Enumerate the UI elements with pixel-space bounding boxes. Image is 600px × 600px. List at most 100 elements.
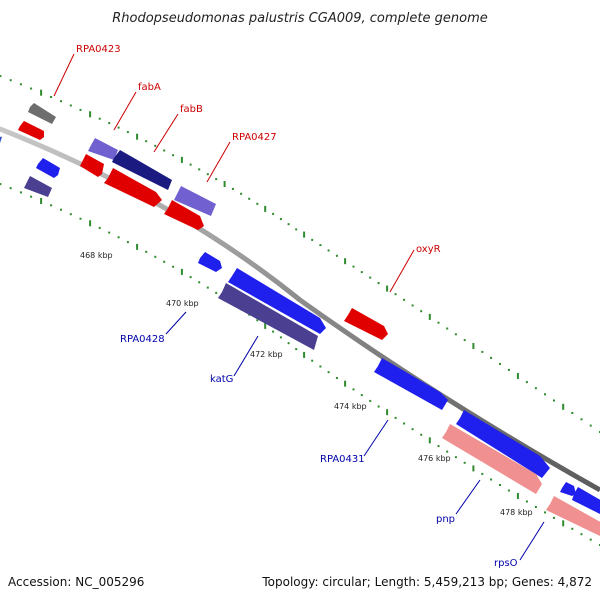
label-fabb: fabB — [180, 104, 203, 115]
gene-arrow-katg — [218, 283, 318, 350]
tick-dot — [287, 223, 290, 226]
tick-major — [40, 198, 43, 204]
tick-dot — [403, 422, 406, 425]
gene-arrow-blue-tiny — [560, 482, 576, 496]
feature-labels: RPA0423 fabA fabB RPA0427 oxyR RPA0428 k… — [76, 44, 518, 569]
tick-dot — [327, 371, 330, 374]
tick-major — [136, 243, 139, 250]
tick-major — [180, 156, 183, 163]
tick-dot — [19, 191, 22, 194]
gene-arrow-fabb — [112, 150, 172, 190]
tick-dot — [403, 298, 406, 301]
tick-dot — [507, 368, 510, 371]
tick-dot — [163, 260, 166, 263]
tick-dot — [319, 365, 322, 368]
tick-major — [516, 493, 519, 499]
leader-pnp — [455, 479, 481, 515]
tick-dot — [145, 250, 148, 253]
tick-dot — [571, 412, 574, 414]
gene-arrow-rpa0428 — [198, 252, 222, 272]
gene-arrow-oxyr — [344, 308, 388, 340]
leader-oxyr — [389, 249, 415, 293]
leader-rpa0423 — [53, 53, 75, 97]
tick-dot — [117, 126, 120, 129]
tick-major — [303, 231, 306, 238]
tick-dot — [580, 533, 583, 536]
tick-major — [516, 373, 519, 379]
tick-dot — [231, 187, 234, 190]
leader-fabb — [153, 113, 179, 153]
tick-dot — [311, 238, 314, 241]
tick-dot — [60, 100, 62, 103]
tick-dot — [154, 144, 157, 147]
tick-dot — [446, 450, 449, 453]
label-rpa0427: RPA0427 — [232, 132, 277, 143]
tick-major — [344, 380, 347, 387]
tick-major — [264, 205, 267, 212]
tick-dot — [279, 336, 282, 339]
gene-arrow-navy-small — [24, 176, 52, 197]
tick-dot — [507, 489, 510, 492]
tick-dot — [454, 456, 457, 459]
tick-dot — [50, 204, 53, 207]
tick-major — [89, 111, 92, 118]
tick-dot — [544, 511, 546, 514]
tick-major — [40, 89, 43, 96]
tick-label-478: 478 kbp — [500, 508, 533, 517]
tick-dot — [411, 304, 414, 307]
tick-dot — [248, 197, 251, 200]
gene-features — [0, 103, 600, 536]
gene-arrow-red-small — [18, 121, 44, 140]
tick-major — [344, 258, 347, 265]
tick-dot — [256, 319, 259, 322]
tick-major — [386, 409, 389, 416]
tick-dot — [369, 276, 372, 279]
tick-major — [386, 285, 389, 292]
tick-major — [562, 403, 565, 410]
tick-dot — [589, 538, 592, 541]
tick-dot — [108, 231, 111, 234]
gene-arrow-blue-right — [456, 410, 550, 478]
tick-dot — [79, 108, 82, 111]
tick-dot — [256, 202, 259, 205]
tick-dot — [490, 356, 493, 359]
tick-dot — [295, 348, 298, 351]
tick-dot — [198, 168, 201, 171]
tick-dot — [420, 310, 423, 313]
tick-dot — [580, 418, 583, 421]
leader-faba — [113, 91, 137, 131]
leader-rpa0431 — [363, 419, 389, 457]
tick-dot — [9, 187, 12, 190]
tick-dot — [544, 393, 546, 396]
tick-dot — [525, 500, 528, 503]
gene-arrow-blue-edge — [572, 487, 600, 514]
leader-katg — [233, 335, 259, 377]
gene-arrow-red-a — [80, 154, 104, 177]
tick-dot — [335, 254, 338, 257]
tick-dot — [553, 399, 555, 402]
tick-dot — [79, 217, 82, 220]
tick-dot — [377, 405, 380, 408]
tick-dot — [30, 87, 33, 90]
tick-dot — [69, 104, 72, 107]
tick-dot — [499, 362, 501, 365]
tick-dot — [553, 516, 555, 519]
position-tick-labels: 468 kbp 470 kbp 472 kbp 474 kbp 476 kbp … — [80, 251, 533, 517]
gene-arrow-pink-edge — [546, 496, 600, 536]
tick-dot — [30, 195, 33, 198]
tick-dot — [240, 192, 243, 195]
map-title: Rhodopseudomonas palustris CGA009, compl… — [112, 11, 488, 26]
gene-arrow-edge-left — [0, 136, 2, 143]
tick-dot — [437, 445, 440, 448]
tick-dot — [454, 333, 457, 336]
tick-dot — [98, 117, 101, 120]
tick-dot — [272, 330, 275, 333]
tick-dot — [126, 241, 129, 244]
tick-dot — [463, 339, 466, 342]
tick-dot — [69, 213, 72, 216]
gene-arrow-rpa0431 — [374, 358, 448, 410]
tick-dot — [60, 208, 62, 211]
tick-label-468: 468 kbp — [80, 251, 113, 260]
tick-major — [303, 351, 306, 358]
tick-label-472: 472 kbp — [250, 350, 283, 359]
